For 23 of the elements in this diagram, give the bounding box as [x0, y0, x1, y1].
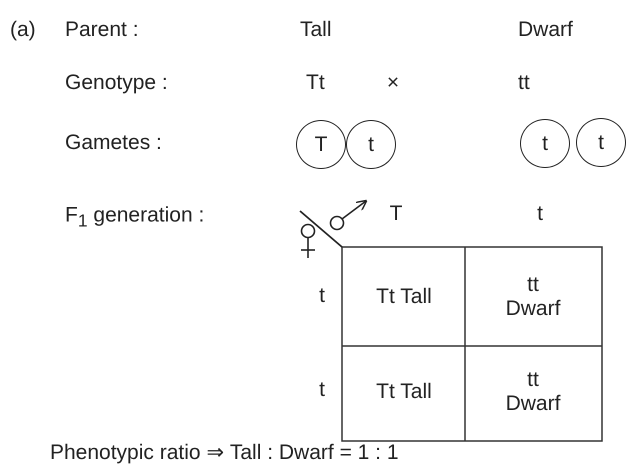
gamete-circle: t	[576, 118, 626, 167]
row-heading: Genotype :	[65, 70, 168, 96]
allele-label: t	[319, 284, 325, 308]
genotype-label: tt	[518, 70, 530, 96]
gamete-circle: t	[520, 119, 570, 168]
gamete-circle: t	[346, 120, 396, 169]
row-heading: Gametes :	[65, 130, 162, 156]
punnett-entry: Tt Tall	[376, 284, 432, 310]
allele-label: t	[319, 378, 325, 402]
row-heading: F$_{1}$ generation :	[65, 203, 204, 231]
gamete-circle: T	[296, 120, 346, 169]
punnett-entry: Tt Tall	[376, 380, 432, 404]
phenotype-label: Tall	[300, 18, 332, 42]
allele-label: T	[390, 202, 402, 226]
row-heading: Parent :	[65, 18, 139, 42]
genotype-label: Tt	[306, 70, 325, 96]
punnett-entry: tt Dwarf	[504, 272, 562, 322]
ratio-statement: Phenotypic ratio ⇒ Tall : Dwarf = 1 : 1	[50, 440, 399, 466]
part-label: (a)	[10, 18, 36, 42]
allele-label: t	[537, 202, 543, 226]
phenotype-label: Dwarf	[518, 18, 573, 42]
cross-sign: ×	[386, 70, 400, 96]
punnett-entry: tt Dwarf	[504, 368, 562, 416]
